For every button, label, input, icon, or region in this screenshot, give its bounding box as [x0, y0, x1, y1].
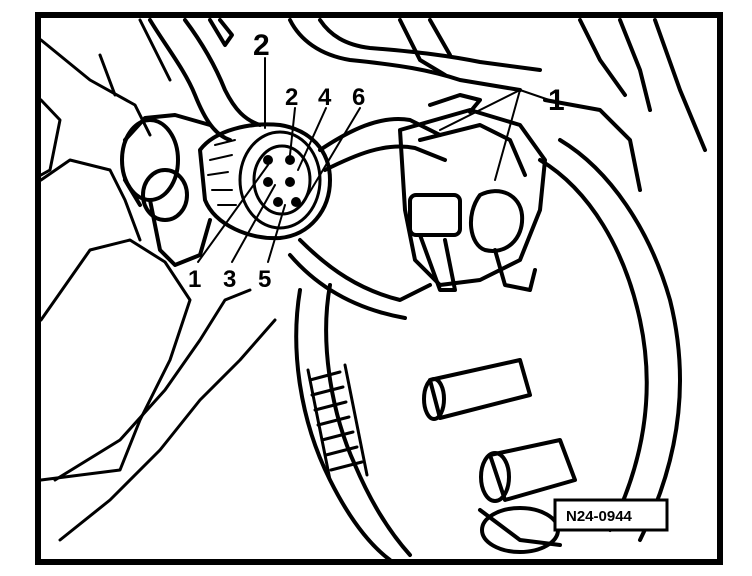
callout-pin-4: 4 — [318, 84, 332, 111]
callout-pin-1: 1 — [188, 266, 201, 293]
callout-pin-5: 5 — [258, 266, 271, 293]
callout-pin-3: 3 — [223, 266, 236, 293]
sensor-body — [398, 93, 642, 292]
bolt-lower — [478, 438, 577, 554]
coil-spring — [306, 363, 369, 482]
bolt-upper — [422, 358, 532, 421]
left-body-panel — [39, 18, 277, 542]
connector-pins — [263, 155, 301, 207]
callout-pin-2: 2 — [285, 84, 298, 111]
pipe-fitting — [120, 113, 212, 267]
figure-border — [35, 12, 723, 565]
reference-code-box: N24-0944 — [553, 498, 669, 532]
upper-hose — [148, 18, 707, 152]
callout-1-top: 1 — [548, 84, 565, 117]
leader-lines — [197, 57, 556, 263]
reference-code: N24-0944 — [566, 508, 633, 525]
electrical-connector — [198, 122, 332, 241]
brake-disc — [294, 138, 682, 562]
callout-2-top: 2 — [253, 29, 270, 62]
callout-pin-6: 6 — [352, 84, 365, 111]
sensor-cable — [288, 117, 447, 320]
